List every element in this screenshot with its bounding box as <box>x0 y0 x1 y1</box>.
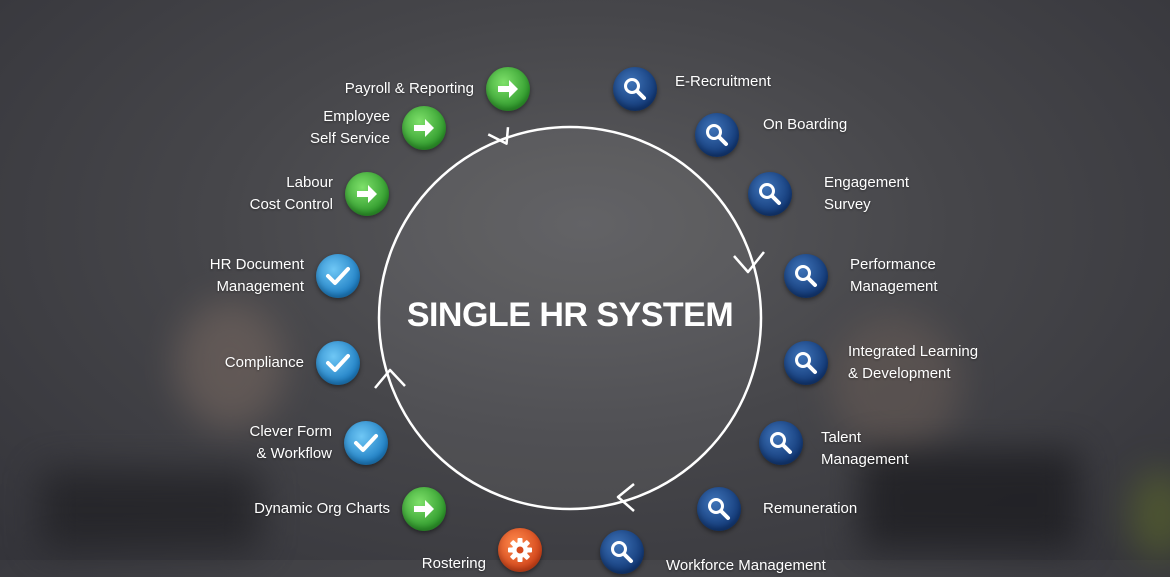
module-label: Rostering <box>421 555 486 572</box>
background-person-left <box>175 300 285 430</box>
module-label: Clever Form & Workflow <box>249 423 332 462</box>
module-label: Performance Management <box>850 256 938 295</box>
arrow-right-icon <box>402 487 446 531</box>
module-remuneration: Remuneration <box>697 487 857 531</box>
background-plant <box>1130 470 1170 560</box>
check-icon <box>316 254 360 298</box>
module-performance-management: Performance Management <box>784 254 938 298</box>
module-label: Talent Management <box>821 429 909 468</box>
module-dynamic-org-charts: Dynamic Org Charts <box>254 487 446 531</box>
arrow-right-icon <box>402 106 446 150</box>
magnifier-icon <box>748 172 792 216</box>
module-label: Payroll & Reporting <box>344 80 474 97</box>
module-label: Employee Self Service <box>309 108 390 147</box>
module-label: E-Recruitment <box>675 73 771 90</box>
background-laptop-left <box>40 470 260 550</box>
module-payroll-reporting: Payroll & Reporting <box>345 67 530 111</box>
module-label: Workforce Management <box>666 557 826 574</box>
magnifier-icon <box>600 530 644 574</box>
gear-icon <box>498 528 542 572</box>
check-icon <box>316 341 360 385</box>
magnifier-icon <box>784 254 828 298</box>
magnifier-icon <box>759 421 803 465</box>
module-label: Labour Cost Control <box>249 174 333 213</box>
magnifier-icon <box>695 113 739 157</box>
module-on-boarding: On Boarding <box>695 113 847 157</box>
module-clever-form-workflow: Clever Form & Workflow <box>249 421 388 465</box>
module-labour-cost-control: Labour Cost Control <box>250 172 389 216</box>
module-label: On Boarding <box>763 116 848 133</box>
cycle-ring <box>0 0 1170 560</box>
arrow-right-icon <box>486 67 530 111</box>
module-label: Engagement Survey <box>824 174 910 213</box>
ring-chevron-right <box>733 251 765 274</box>
module-label: HR Document Management <box>209 256 304 295</box>
diagram-title: SINGLE HR SYSTEM <box>406 296 734 334</box>
magnifier-icon <box>697 487 741 531</box>
ring-chevron-top <box>487 127 510 145</box>
magnifier-icon <box>784 341 828 385</box>
module-label: Remuneration <box>763 500 858 517</box>
module-compliance: Compliance <box>225 341 360 385</box>
module-rostering: Rostering <box>422 528 542 572</box>
module-workforce-management: Workforce Management <box>600 530 826 574</box>
module-label: Compliance <box>224 354 304 371</box>
module-integrated-learning-development: Integrated Learning & Development <box>784 341 978 385</box>
module-employee-self-service: Employee Self Service <box>310 106 446 150</box>
module-engagement-survey: Engagement Survey <box>748 172 909 216</box>
module-label: Dynamic Org Charts <box>254 500 390 517</box>
module-talent-management: Talent Management <box>759 421 909 468</box>
check-icon <box>344 421 388 465</box>
module-hr-document-management: HR Document Management <box>210 254 360 298</box>
ring-chevron-bottom <box>616 483 635 512</box>
arrow-right-icon <box>345 172 389 216</box>
magnifier-icon <box>613 67 657 111</box>
module-e-recruitment: E-Recruitment <box>613 67 771 111</box>
background-laptop-right <box>860 450 1080 550</box>
ring-chevron-left <box>374 368 406 389</box>
module-label: Integrated Learning & Development <box>848 343 979 382</box>
background-person-right <box>830 315 960 455</box>
